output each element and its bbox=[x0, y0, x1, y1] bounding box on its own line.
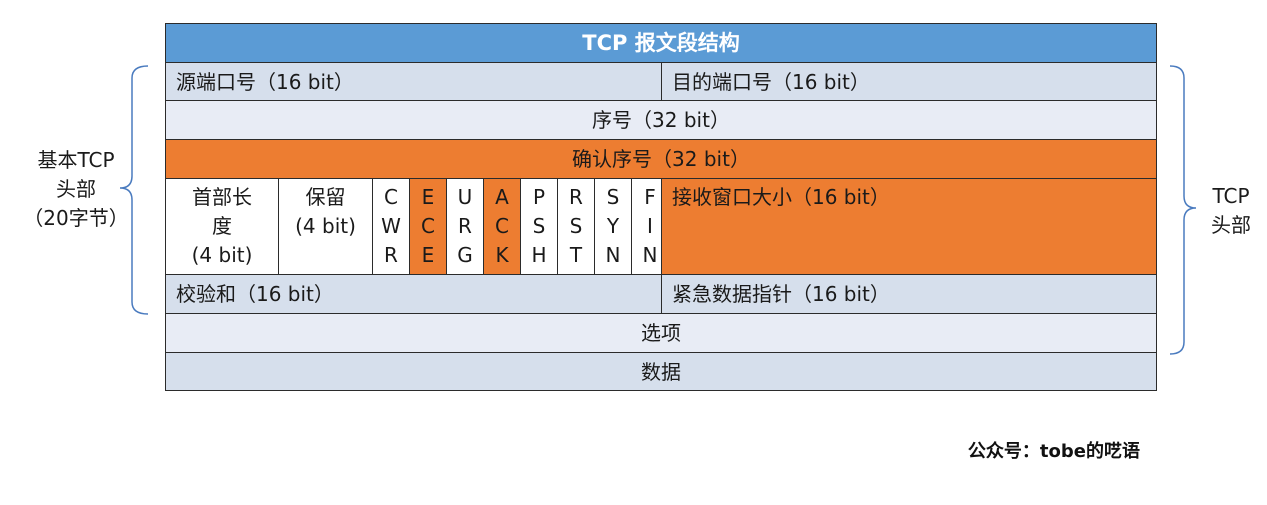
reserved-field: 保留 (4 bit) bbox=[278, 178, 373, 275]
flag-letter: S bbox=[532, 214, 546, 238]
diagram-title: TCP 报文段结构 bbox=[165, 23, 1157, 63]
flag-letter: C bbox=[421, 214, 435, 238]
flag-letter: N bbox=[605, 243, 621, 267]
left-label-line-2: 头部 bbox=[56, 177, 96, 201]
flag-letter: E bbox=[421, 185, 435, 209]
sequence-number-field: 序号（32 bit） bbox=[165, 100, 1157, 140]
destination-port-field: 目的端口号（16 bit） bbox=[661, 62, 1157, 101]
reserved-line-1: 保留 bbox=[305, 185, 346, 209]
options-field: 选项 bbox=[165, 313, 1157, 353]
source-port-field: 源端口号（16 bit） bbox=[165, 62, 662, 101]
checksum-field: 校验和（16 bit） bbox=[165, 274, 662, 314]
left-brace bbox=[119, 65, 149, 315]
header-length-line-1: 首部长 bbox=[192, 185, 252, 209]
flag-letter: F bbox=[644, 185, 656, 209]
flag-letter: I bbox=[647, 214, 653, 238]
left-label-line-3: （20字节） bbox=[23, 206, 129, 230]
flag-letter: T bbox=[569, 243, 583, 267]
flag-letter: C bbox=[384, 185, 398, 209]
urgent-pointer-field: 紧急数据指针（16 bit） bbox=[661, 274, 1157, 314]
flag-letter: W bbox=[381, 214, 401, 238]
flag-letter: G bbox=[457, 243, 473, 267]
receive-window-field: 接收窗口大小（16 bit） bbox=[661, 178, 1157, 275]
flag-letter: H bbox=[531, 243, 547, 267]
data-field: 数据 bbox=[165, 352, 1157, 391]
ack-number-field: 确认序号（32 bit） bbox=[165, 139, 1157, 179]
flag-letter: S bbox=[569, 214, 583, 238]
flag-letter: C bbox=[495, 214, 509, 238]
header-length-field: 首部长 度 (4 bit) bbox=[165, 178, 279, 275]
right-brace-label: TCP 头部 bbox=[1196, 182, 1266, 240]
header-length-line-2: 度 bbox=[212, 214, 232, 238]
flag-letter: R bbox=[384, 243, 398, 267]
flag-letter: E bbox=[421, 243, 435, 267]
reserved-line-2: (4 bit) bbox=[295, 214, 356, 238]
left-label-line-1: 基本TCP bbox=[37, 148, 115, 172]
right-brace bbox=[1169, 65, 1197, 355]
flag-letter: U bbox=[457, 185, 473, 209]
header-length-line-3: (4 bit) bbox=[191, 243, 253, 267]
left-brace-label: 基本TCP 头部 （20字节） bbox=[20, 146, 132, 233]
flag-letter: K bbox=[495, 243, 509, 267]
right-label-line-2: 头部 bbox=[1211, 213, 1251, 237]
flag-letter: R bbox=[569, 185, 583, 209]
flag-letter: R bbox=[458, 214, 472, 238]
flag-letter: P bbox=[532, 185, 546, 209]
flag-letter: A bbox=[495, 185, 509, 209]
right-label-line-1: TCP bbox=[1212, 184, 1250, 208]
flag-letter: S bbox=[606, 185, 620, 209]
flag-letter: Y bbox=[606, 214, 620, 238]
flag-letter: N bbox=[642, 243, 658, 267]
footer-credit: 公众号：tobe的呓语 bbox=[967, 441, 1140, 462]
